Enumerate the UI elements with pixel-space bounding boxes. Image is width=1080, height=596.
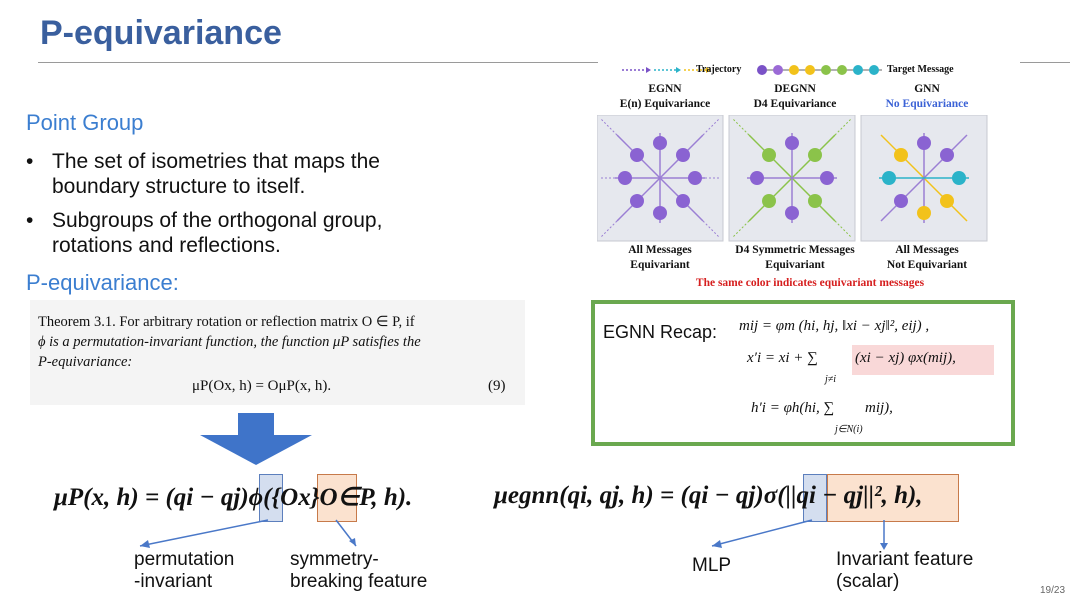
recap-eq-position-sub: j≠i [825, 374, 837, 385]
col-egnn-subtitle: E(n) Equivariance [619, 98, 711, 110]
right-formula-norm: ||qi − qj|| [785, 482, 875, 509]
left-formula-suffix: }O∈P, h). [310, 484, 413, 511]
col-gnn-name: GNN [914, 83, 940, 95]
left-formula-ox: Ox [280, 484, 311, 511]
egnn-panel [597, 115, 724, 242]
recap-eq-position-rhs: (xi − xj) φx(mij), [855, 350, 956, 366]
ox-highlight [317, 474, 357, 522]
bullet-dot: • [26, 209, 34, 232]
phi-highlight [259, 474, 283, 522]
left-formula-prefix: μP(x, h) = (qi − qj) [54, 484, 249, 511]
legend-target-label: Target Message [887, 64, 954, 75]
recap-eq-feature-sub: j∈N(i) [835, 424, 863, 435]
annotation-invariant-1: Invariant feature [836, 549, 974, 570]
page-title: P-equivariance [40, 14, 282, 52]
col-gnn-caption-1: All Messages [895, 244, 959, 256]
bullet-dot: • [26, 150, 34, 173]
annotation-permutation-1: permutation [134, 549, 235, 570]
annotation-symmetry-2: breaking feature [290, 571, 428, 592]
theorem-box: Theorem 3.1. For arbitrary rotation or r… [30, 300, 525, 405]
legend-trajectory-label: Trajectory [696, 64, 742, 75]
figure-panel: Trajectory Target Message EGNN E(n) Equi… [597, 60, 1020, 295]
figure-note: The same color indicates equivariant mes… [695, 277, 925, 289]
left-formula: μP(x, h) = (qi − qj)ϕ({Ox}O∈P, h). [54, 482, 412, 512]
annotation-mlp: MLP [692, 555, 732, 576]
right-formula-prefix: μegnn(qi, qj, h) = (qi − qj) [494, 482, 764, 509]
col-gnn-subtitle: No Equivariance [885, 98, 969, 110]
col-degnn-caption-1: D4 Symmetric Messages [735, 244, 855, 256]
theorem-line-3: P-equivariance: [38, 354, 133, 370]
col-gnn-caption-2: Not Equivariant [886, 259, 968, 271]
title-divider-right [1020, 62, 1070, 63]
p-equivariance-heading: P-equivariance: [26, 270, 179, 295]
annotation-invariant-2: (scalar) [836, 571, 900, 592]
right-formula: μegnn(qi, qj, h) = (qi − qj)σ(||qi − qj|… [494, 482, 923, 510]
col-degnn-name: DEGNN [774, 83, 816, 95]
col-egnn-caption-2: Equivariant [630, 259, 690, 271]
annotation-permutation-2: -invariant [134, 571, 213, 592]
egnn-recap-box: EGNN Recap: mij = φm (hi, hj, ‖xi − xj‖²… [591, 300, 1015, 446]
recap-highlight [852, 345, 994, 375]
col-degnn-caption-2: Equivariant [765, 259, 825, 271]
figure-legend-graphic [622, 65, 882, 75]
bullet-2-text: Subgroups of the orthogonal group, rotat… [52, 209, 383, 257]
right-formula-sigma: σ [763, 482, 778, 509]
point-group-heading: Point Group [26, 110, 144, 135]
recap-label: EGNN Recap: [603, 322, 718, 342]
left-formula-phi: ϕ [248, 484, 264, 511]
recap-eq-message: mij = φm (hi, hj, ‖xi − xj‖², eij) , [739, 318, 930, 334]
sigma-highlight [803, 474, 827, 522]
norm-highlight [827, 474, 959, 522]
col-egnn-name: EGNN [648, 83, 682, 95]
annotation-symmetry-1: symmetry- [290, 549, 379, 570]
recap-eq-position-lhs: x′i = xi + ∑ [747, 350, 818, 366]
equivariance-panels [597, 115, 988, 242]
recap-eq-feature-lhs: h′i = φh(hi, ∑ [751, 400, 835, 416]
col-egnn-caption-1: All Messages [628, 244, 692, 256]
down-arrow-icon [200, 413, 312, 465]
equation-number: (9) [488, 378, 506, 394]
theorem-line-2: ϕ is a permutation-invariant function, t… [38, 334, 421, 350]
theorem-line-1: Theorem 3.1. For arbitrary rotation or r… [38, 314, 415, 330]
theorem-equation: μP(Ox, h) = OμP(x, h). [192, 378, 332, 394]
right-formula-mid: ( [777, 482, 786, 509]
right-formula-suffix: ², h), [874, 482, 923, 509]
left-formula-mid: ({ [263, 484, 281, 511]
recap-eq-feature-rhs: mij), [865, 400, 893, 416]
gnn-panel [860, 115, 988, 242]
title-divider [38, 62, 598, 63]
col-degnn-subtitle: D4 Equivariance [753, 98, 837, 110]
degnn-panel [728, 115, 856, 242]
bullet-1-text: The set of isometries that maps the boun… [52, 150, 380, 198]
page-number: 19/23 [1040, 585, 1066, 596]
